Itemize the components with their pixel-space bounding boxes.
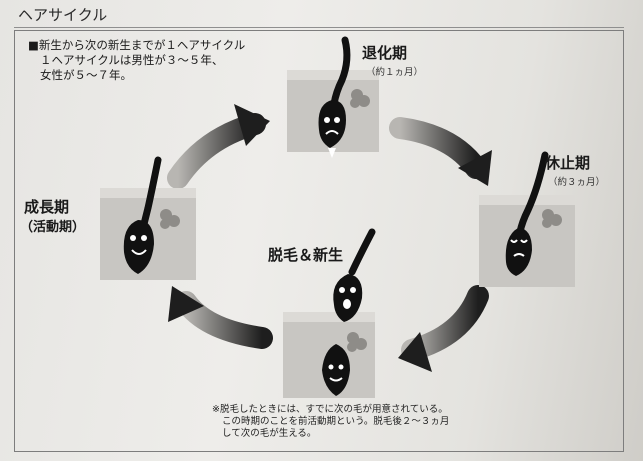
footnote-line-1: ※脱毛したときには、すでに次の毛が用意されている。 [212,404,448,415]
cycle-arrow-bottom-right [398,285,489,372]
footnote: ※脱毛したときには、すでに次の毛が用意されている。 この時期のことを前活動期とい… [212,404,449,440]
shedding-label: 脱毛＆新生 [268,246,344,264]
telogen-label: 休止期 [545,154,591,172]
intro-line-2: １ヘアサイクルは男性が３～５年、 [40,53,224,67]
cycle-arrow-top-left [167,104,270,189]
intro-line-3: 女性が５～７年。 [40,68,132,82]
shedding-illustration [283,228,376,398]
footnote-line-2: この時期のことを前活動期という。脱毛後２～３ヵ月 [222,416,450,427]
anagen-label: 成長期 [24,198,70,216]
intro-text: ■新生から次の新生までが１ヘアサイクル １ヘアサイクルは男性が３～５年、 女性が… [28,38,245,83]
telogen-duration: （約３ヵ月） [548,177,606,188]
cycle-arrow-top-right [389,117,492,186]
catagen-illustration [287,36,379,158]
anagen-illustration [100,156,196,280]
title-rule [14,27,624,28]
cycle-arrow-bottom-left [168,286,273,349]
catagen-duration: （約１ヵ月） [366,67,424,78]
anagen-subtitle: （活動期） [20,220,86,235]
catagen-label: 退化期 [362,44,408,62]
diagram-frame [14,30,624,452]
telogen-illustration [479,151,575,287]
intro-line-1: ■新生から次の新生までが１ヘアサイクル [28,38,246,52]
footnote-line-3: して次の毛が生える。 [222,428,317,439]
section-title: ヘアサイクル [18,6,108,24]
